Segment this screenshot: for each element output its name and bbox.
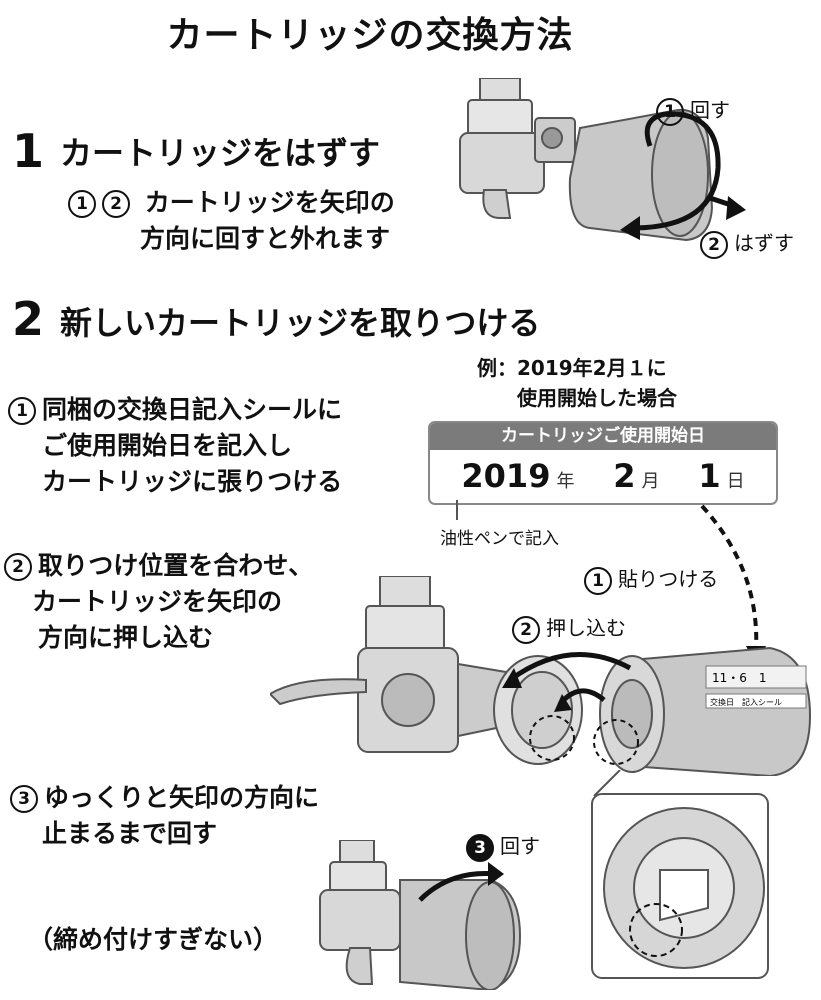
start-date-label-header: カートリッジご使用開始日 xyxy=(430,423,776,450)
sub1-line-1: 同梱の交換日記入シールに xyxy=(42,395,343,424)
step1-marker-1: 1 xyxy=(68,190,96,218)
caution-note: （締め付けすぎない） xyxy=(28,925,279,954)
callout-attach-marker: 1 xyxy=(584,566,612,595)
step1-callout-remove-text: はずす xyxy=(734,231,794,255)
example-line-2: 使用開始した場合 xyxy=(517,386,677,410)
sticker-date: 11・6 1 xyxy=(712,671,767,685)
label-day: 1 xyxy=(698,457,721,495)
sub3-marker: 3 xyxy=(10,785,38,813)
step1-heading: カートリッジをはずす xyxy=(60,134,381,172)
step1-desc-line-2: 方向に回すと外れます xyxy=(140,224,391,253)
callout-push-marker: 2 xyxy=(512,615,540,644)
callout-attach-text: 貼りつける xyxy=(618,567,719,591)
step1-illustration xyxy=(459,78,746,242)
pen-note-leader xyxy=(456,500,458,520)
callout-rotate-text: 回す xyxy=(500,834,540,858)
step2-illustration: 交換日 記入シール 11・6 1 xyxy=(270,576,812,776)
label-month-unit: 月 xyxy=(641,471,660,492)
sticker-text: 交換日 記入シール xyxy=(710,697,782,707)
label-day-unit: 日 xyxy=(726,471,745,492)
sub3-line-1: ゆっくりと矢印の方向に xyxy=(44,783,320,812)
sub1-line-2: ご使用開始日を記入し xyxy=(42,431,293,460)
sub2-line-2: カートリッジを矢印の xyxy=(32,587,283,616)
step2-heading: 新しいカートリッジを取りつける xyxy=(60,304,541,342)
sub2-marker: 2 xyxy=(4,553,32,581)
sub2-line-1: 取りつけ位置を合わせ、 xyxy=(38,551,314,580)
step1-desc-line-1: カートリッジを矢印の xyxy=(144,188,395,217)
step2-rotate-illustration xyxy=(319,840,522,990)
step1-callout-rotate-text: 回す xyxy=(690,98,730,122)
callout-push-text: 押し込む xyxy=(546,616,626,640)
step1-callout-remove-marker: 2 xyxy=(700,230,728,259)
zoom-detail xyxy=(591,770,769,979)
step1-marker-2: 2 xyxy=(102,190,130,218)
example-line-1: 例：2019年2月１に xyxy=(477,356,667,380)
label-month: 2 xyxy=(613,457,636,495)
sub3-line-2: 止まるまで回す xyxy=(42,819,218,848)
pen-note: 油性ペンで記入 xyxy=(440,529,559,549)
step1-callout-rotate-marker: 1 xyxy=(656,97,684,126)
sub2-line-3: 方向に押し込む xyxy=(38,623,214,652)
label-year: 2019 xyxy=(461,457,551,495)
step1-number: 1 xyxy=(12,124,45,178)
page-title: カートリッジの交換方法 xyxy=(166,15,574,56)
example-note: 例：2019年2月１に 使用開始した場合 xyxy=(477,353,677,413)
step2-number: 2 xyxy=(12,292,45,346)
label-year-unit: 年 xyxy=(556,471,575,492)
sub1-line-3: カートリッジに張りつける xyxy=(42,467,343,496)
callout-rotate-marker: 3 xyxy=(466,833,494,862)
sub1-marker: 1 xyxy=(8,397,36,425)
